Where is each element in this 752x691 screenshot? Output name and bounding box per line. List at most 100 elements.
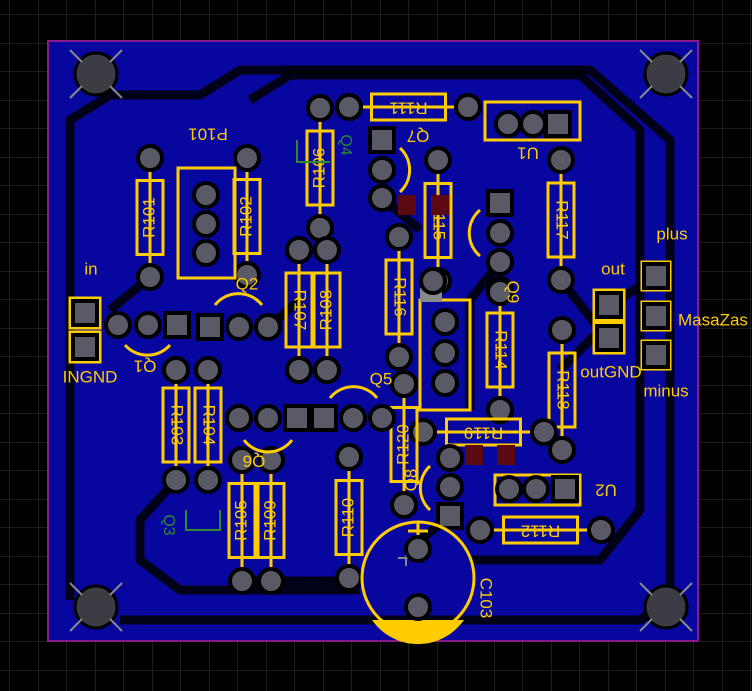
round-pad[interactable] <box>486 219 514 247</box>
resistor-r111[interactable]: R111 <box>335 92 482 122</box>
square-pad[interactable] <box>283 404 311 432</box>
round-pad[interactable] <box>194 356 222 384</box>
square-pad[interactable] <box>544 110 572 138</box>
round-pad[interactable] <box>486 248 514 276</box>
round-pad[interactable] <box>162 466 190 494</box>
component-q6[interactable]: Q6 <box>225 404 311 471</box>
square-pad[interactable] <box>71 299 99 327</box>
round-pad[interactable] <box>335 564 363 592</box>
square-pad[interactable] <box>368 126 396 154</box>
round-pad[interactable] <box>547 266 575 294</box>
round-pad[interactable] <box>522 475 550 503</box>
component-p101[interactable]: P101 <box>176 125 237 280</box>
round-pad[interactable] <box>419 267 447 295</box>
component-u1[interactable]: U1 <box>483 100 582 163</box>
round-pad[interactable] <box>519 110 547 138</box>
component-q1[interactable]: Q1 <box>104 311 191 376</box>
round-pad[interactable] <box>390 370 418 398</box>
round-pad[interactable] <box>404 593 432 621</box>
round-pad[interactable] <box>436 473 464 501</box>
round-pad[interactable] <box>335 443 363 471</box>
round-pad[interactable] <box>368 184 396 212</box>
round-pad[interactable] <box>228 446 256 474</box>
round-pad[interactable] <box>409 418 437 446</box>
component-q2[interactable]: Q2 <box>196 274 282 341</box>
round-pad[interactable] <box>431 308 459 336</box>
round-pad[interactable] <box>257 567 285 595</box>
square-pad[interactable] <box>595 324 623 352</box>
resistor-r107[interactable]: R107 <box>284 236 314 384</box>
square-pad[interactable] <box>196 313 224 341</box>
round-pad[interactable] <box>136 263 164 291</box>
resistor-r103[interactable]: R103 <box>161 356 191 494</box>
round-pad[interactable] <box>254 404 282 432</box>
round-pad[interactable] <box>385 343 413 371</box>
round-pad[interactable] <box>162 356 190 384</box>
round-pad[interactable] <box>192 239 220 267</box>
square-pad[interactable] <box>436 502 464 530</box>
resistor-r117[interactable]: R117 <box>546 146 576 294</box>
round-pad[interactable] <box>136 144 164 172</box>
resistor-r102[interactable]: R102 <box>232 144 262 289</box>
round-pad[interactable] <box>368 156 396 184</box>
resistor-r109[interactable]: R109 <box>256 446 286 595</box>
round-pad[interactable] <box>233 144 261 172</box>
square-pad[interactable] <box>642 262 670 290</box>
round-pad[interactable] <box>404 535 432 563</box>
resistor-r108[interactable]: R108 <box>312 236 342 384</box>
round-pad[interactable] <box>285 356 313 384</box>
smd-pad[interactable] <box>398 195 416 215</box>
smd-pad[interactable] <box>431 195 449 215</box>
square-pad[interactable] <box>642 341 670 369</box>
resistor-r118[interactable]: R118 <box>547 316 577 464</box>
round-pad[interactable] <box>495 475 523 503</box>
round-pad[interactable] <box>194 466 222 494</box>
square-pad[interactable] <box>71 333 99 361</box>
round-pad[interactable] <box>548 316 576 344</box>
round-pad[interactable] <box>285 236 313 264</box>
component-q9[interactable]: Q9 <box>467 189 523 306</box>
component-connector-block[interactable] <box>418 267 472 412</box>
resistor-r119[interactable]: R119 <box>409 417 558 447</box>
round-pad[interactable] <box>368 404 396 432</box>
square-pad[interactable] <box>310 404 338 432</box>
round-pad[interactable] <box>306 94 334 122</box>
round-pad[interactable] <box>257 446 285 474</box>
resistor-r116[interactable]: R116 <box>384 223 414 371</box>
round-pad[interactable] <box>192 181 220 209</box>
resistor-r105[interactable]: R105 <box>227 446 257 595</box>
round-pad[interactable] <box>385 223 413 251</box>
round-pad[interactable] <box>548 436 576 464</box>
round-pad[interactable] <box>431 339 459 367</box>
component-q8[interactable]: Q8 <box>401 444 464 530</box>
resistor-r101[interactable]: R101 <box>135 144 165 291</box>
round-pad[interactable] <box>225 404 253 432</box>
round-pad[interactable] <box>228 567 256 595</box>
resistor-r120[interactable]: R120 <box>389 370 419 519</box>
round-pad[interactable] <box>254 313 282 341</box>
square-pad[interactable] <box>486 189 514 217</box>
component-q5[interactable]: Q5 <box>310 369 396 432</box>
resistor-r104[interactable]: R104 <box>193 356 223 494</box>
round-pad[interactable] <box>339 404 367 432</box>
round-pad[interactable] <box>466 516 494 544</box>
round-pad[interactable] <box>390 491 418 519</box>
round-pad[interactable] <box>313 356 341 384</box>
round-pad[interactable] <box>436 444 464 472</box>
component-c103[interactable]: C103 <box>360 520 496 645</box>
round-pad[interactable] <box>225 313 253 341</box>
square-pad[interactable] <box>642 302 670 330</box>
square-pad[interactable] <box>551 475 579 503</box>
smd-pad[interactable] <box>497 445 515 465</box>
round-pad[interactable] <box>104 311 132 339</box>
round-pad[interactable] <box>134 311 162 339</box>
component-q7[interactable]: Q7 <box>368 126 429 212</box>
round-pad[interactable] <box>547 146 575 174</box>
resistor-r110[interactable]: R110 <box>334 443 364 592</box>
round-pad[interactable] <box>192 210 220 238</box>
round-pad[interactable] <box>494 110 522 138</box>
smd-pad[interactable] <box>465 445 483 465</box>
